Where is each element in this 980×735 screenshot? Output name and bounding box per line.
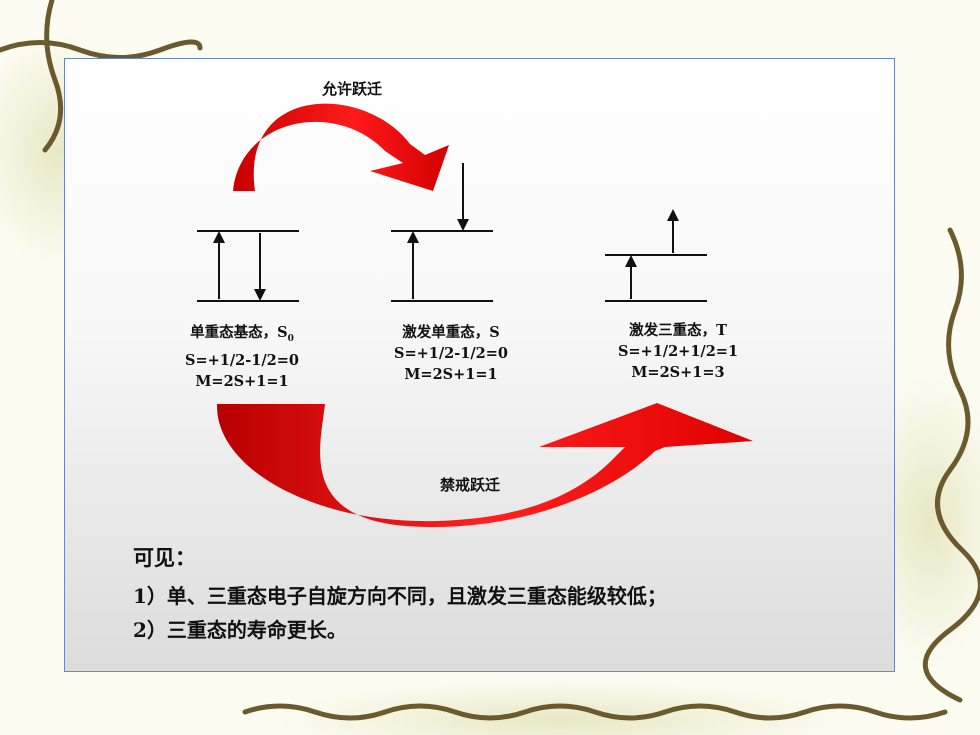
state-spin: S=+1/2-1/2=0 xyxy=(185,351,299,369)
state-spin: S=+1/2+1/2=1 xyxy=(617,343,739,360)
allowed-transition-label: 允许跃迁 xyxy=(321,80,382,98)
note-item-1: 1）单、三重态电子自旋方向不同，且激发三重态能级较低； xyxy=(133,584,667,608)
notes-heading: 可见： xyxy=(133,545,196,570)
vine-left xyxy=(42,0,64,153)
state-multiplicity: M=2S+1=1 xyxy=(195,372,289,390)
state-multiplicity: M=2S+1=3 xyxy=(631,364,725,381)
note-item-2: 2）三重态的寿命更长。 xyxy=(133,618,347,642)
conclusion-notes: 可见： 1）单、三重态电子自旋方向不同，且激发三重态能级较低； 2）三重态的寿命… xyxy=(133,543,667,647)
state-subscript: 0 xyxy=(287,333,294,344)
state-name: 激发单重态，S xyxy=(402,324,500,341)
vine-bottom xyxy=(242,703,948,721)
state-excited-triplet: 激发三重态，T S=+1/2+1/2=1 M=2S+1=3 xyxy=(578,320,778,383)
state-name: 激发三重态，T xyxy=(629,322,727,339)
forbidden-transition-arrow xyxy=(216,403,753,528)
forbidden-transition-label: 禁戒跃迁 xyxy=(439,476,500,494)
energy-level-diagram xyxy=(197,103,753,528)
vine-top xyxy=(0,39,203,60)
state-ground-singlet: 单重态基态，S0 S=+1/2-1/2=0 M=2S+1=1 xyxy=(142,322,342,392)
diagram-panel: 允许跃迁 禁戒跃迁 单重态基态，S0 S=+1/2-1/2=0 M=2S+1=1… xyxy=(64,58,895,672)
allowed-transition-arrow xyxy=(233,103,449,191)
state-spin: S=+1/2-1/2=0 xyxy=(394,345,508,362)
vine-right xyxy=(922,227,980,703)
state-multiplicity: M=2S+1=1 xyxy=(404,366,498,383)
state-excited-singlet: 激发单重态，S S=+1/2-1/2=0 M=2S+1=1 xyxy=(351,322,551,385)
state-name: 单重态基态，S xyxy=(190,324,288,341)
